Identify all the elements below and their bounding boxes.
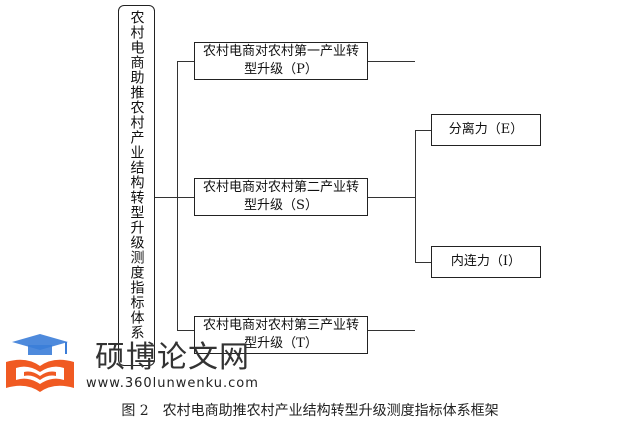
node-separation-force: 分离力（E） <box>431 114 541 146</box>
node-secondary-industry-label: 农村电商对农村第二产业转型升级（S） <box>202 180 359 213</box>
graduation-cap-book-icon <box>6 334 74 392</box>
connector-spine-right <box>415 130 416 262</box>
connector-to-s <box>177 197 194 198</box>
node-internal-connection-force-label: 内连力（I） <box>450 254 522 269</box>
connector-from-t <box>368 330 415 331</box>
connector-from-s <box>368 197 415 198</box>
node-internal-connection-force: 内连力（I） <box>431 246 541 278</box>
connector-from-p <box>368 61 415 62</box>
watermark-url: www.360lunwenku.com <box>86 376 259 391</box>
node-separation-force-label: 分离力（E） <box>448 122 524 137</box>
connector-to-p <box>177 61 194 62</box>
node-primary-industry-label: 农村电商对农村第一产业转型升级（P） <box>202 44 359 77</box>
connector-to-i <box>415 262 431 263</box>
node-tertiary-industry-label: 农村电商对农村第三产业转型升级（T） <box>202 318 359 351</box>
connector-to-t <box>177 330 194 331</box>
node-secondary-industry: 农村电商对农村第二产业转型升级（S） <box>194 178 368 216</box>
connector-to-e <box>415 130 431 131</box>
root-node-label: 农村电商助推农村产业结构转型升级测度指标体系 <box>128 10 145 340</box>
node-tertiary-industry: 农村电商对农村第三产业转型升级（T） <box>194 316 368 354</box>
watermark-title: 硕博论文网 <box>95 340 250 375</box>
connector-spine-left <box>177 61 178 330</box>
root-node: 农村电商助推农村产业结构转型升级测度指标体系 <box>118 5 155 366</box>
node-primary-industry: 农村电商对农村第一产业转型升级（P） <box>194 42 368 80</box>
figure-caption: 图 2 农村电商助推农村产业结构转型升级测度指标体系框架 <box>121 403 499 419</box>
connector-root <box>155 197 177 198</box>
